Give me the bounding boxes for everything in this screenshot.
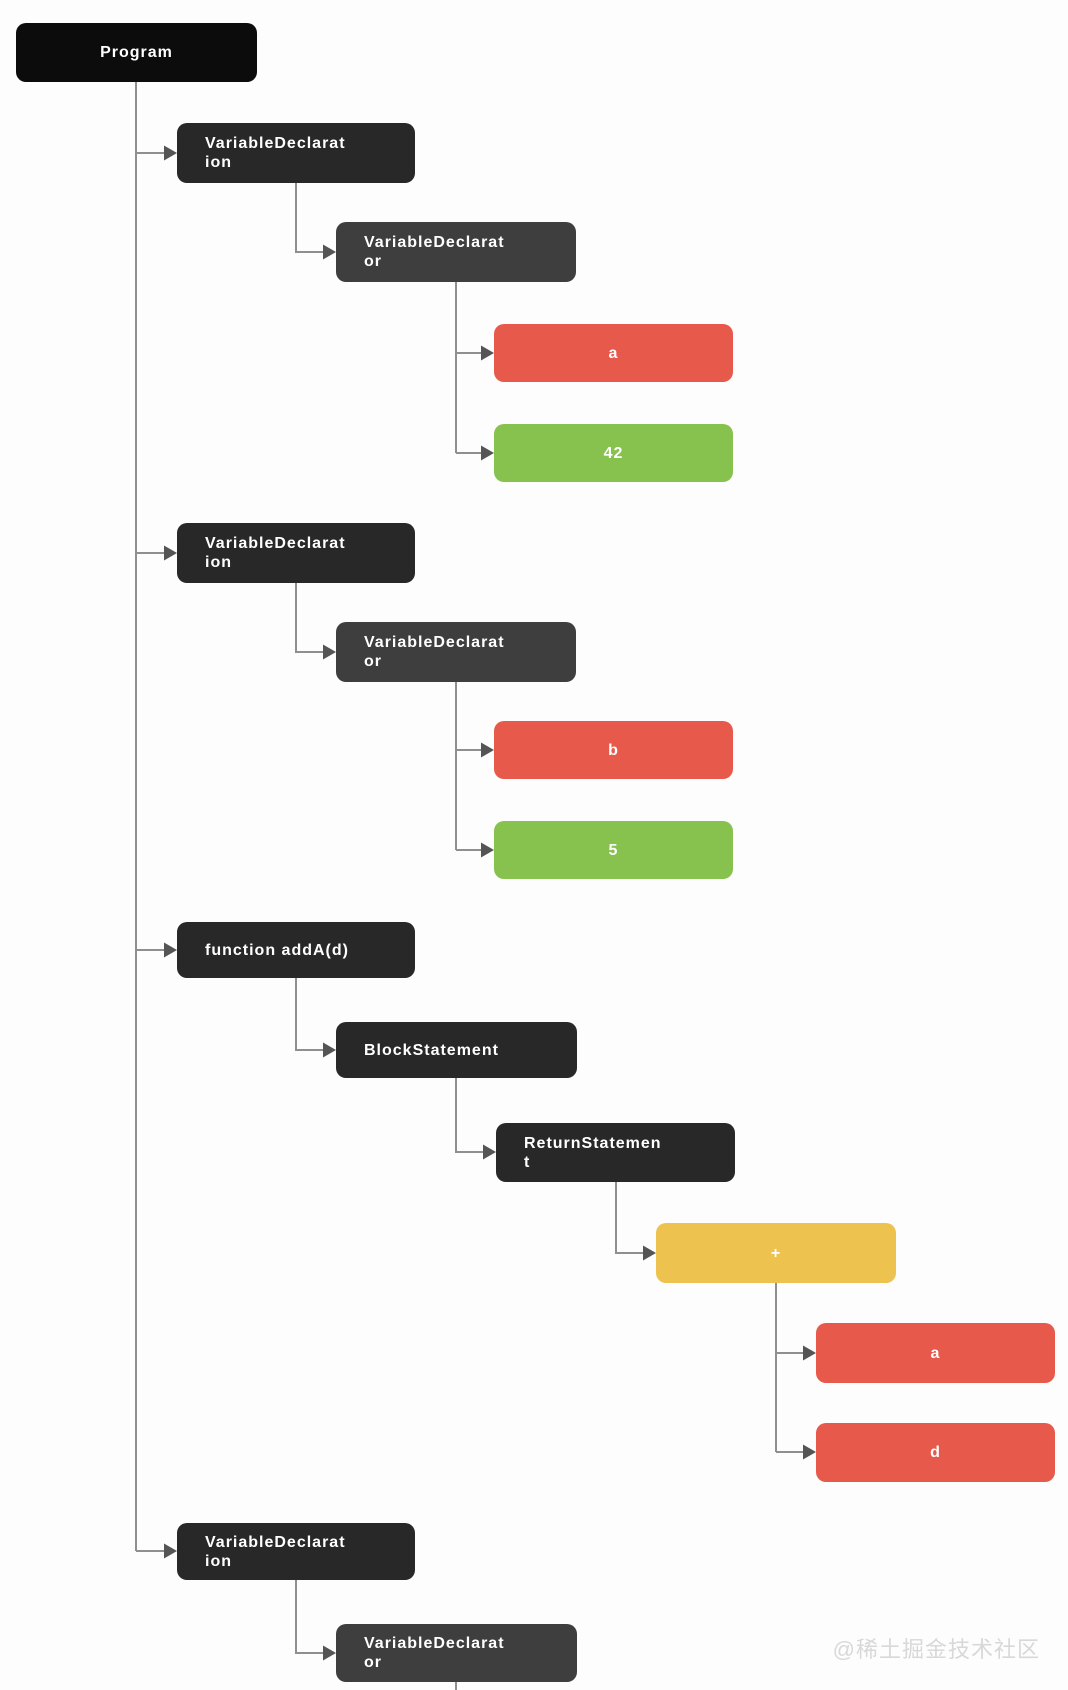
arrowhead-icon <box>323 244 336 260</box>
node-variable-declarator-1[interactable]: VariableDeclarat or <box>336 222 576 282</box>
arrowhead-icon <box>481 445 494 461</box>
node-identifier-b[interactable]: b <box>494 721 733 779</box>
arrowhead-icon <box>483 1144 496 1160</box>
node-operator-plus[interactable]: + <box>656 1223 896 1283</box>
arrowhead-icon <box>803 1345 816 1361</box>
arrowhead-icon <box>481 345 494 361</box>
node-identifier-a-1[interactable]: a <box>494 324 733 382</box>
node-literal-42[interactable]: 42 <box>494 424 733 482</box>
arrowhead-icon <box>323 1645 336 1661</box>
arrowhead-icon <box>323 1042 336 1058</box>
arrowhead-icon <box>164 545 177 561</box>
arrowhead-icon <box>643 1245 656 1261</box>
node-block-statement[interactable]: BlockStatement <box>336 1022 577 1078</box>
node-variable-declarator-2[interactable]: VariableDeclarat or <box>336 622 576 682</box>
node-identifier-a-2[interactable]: a <box>816 1323 1055 1383</box>
node-variable-declarator-3[interactable]: VariableDeclarat or <box>336 1624 577 1682</box>
arrowhead-icon <box>164 1543 177 1559</box>
watermark: @稀土掘金技术社区 <box>832 1637 1040 1662</box>
arrowhead-icon <box>481 742 494 758</box>
node-identifier-d[interactable]: d <box>816 1423 1055 1482</box>
node-variable-declaration-3[interactable]: VariableDeclarat ion <box>177 1523 415 1580</box>
node-return-statement[interactable]: ReturnStatemen t <box>496 1123 735 1182</box>
arrowhead-icon <box>164 942 177 958</box>
arrowhead-icon <box>803 1444 816 1460</box>
arrowhead-icon <box>323 644 336 660</box>
node-program[interactable]: Program <box>16 23 257 82</box>
node-literal-5[interactable]: 5 <box>494 821 733 879</box>
node-variable-declaration-1[interactable]: VariableDeclarat ion <box>177 123 415 183</box>
node-variable-declaration-2[interactable]: VariableDeclarat ion <box>177 523 415 583</box>
arrowhead-icon <box>164 145 177 161</box>
node-function-adda[interactable]: function addA(d) <box>177 922 415 978</box>
arrowhead-icon <box>481 842 494 858</box>
